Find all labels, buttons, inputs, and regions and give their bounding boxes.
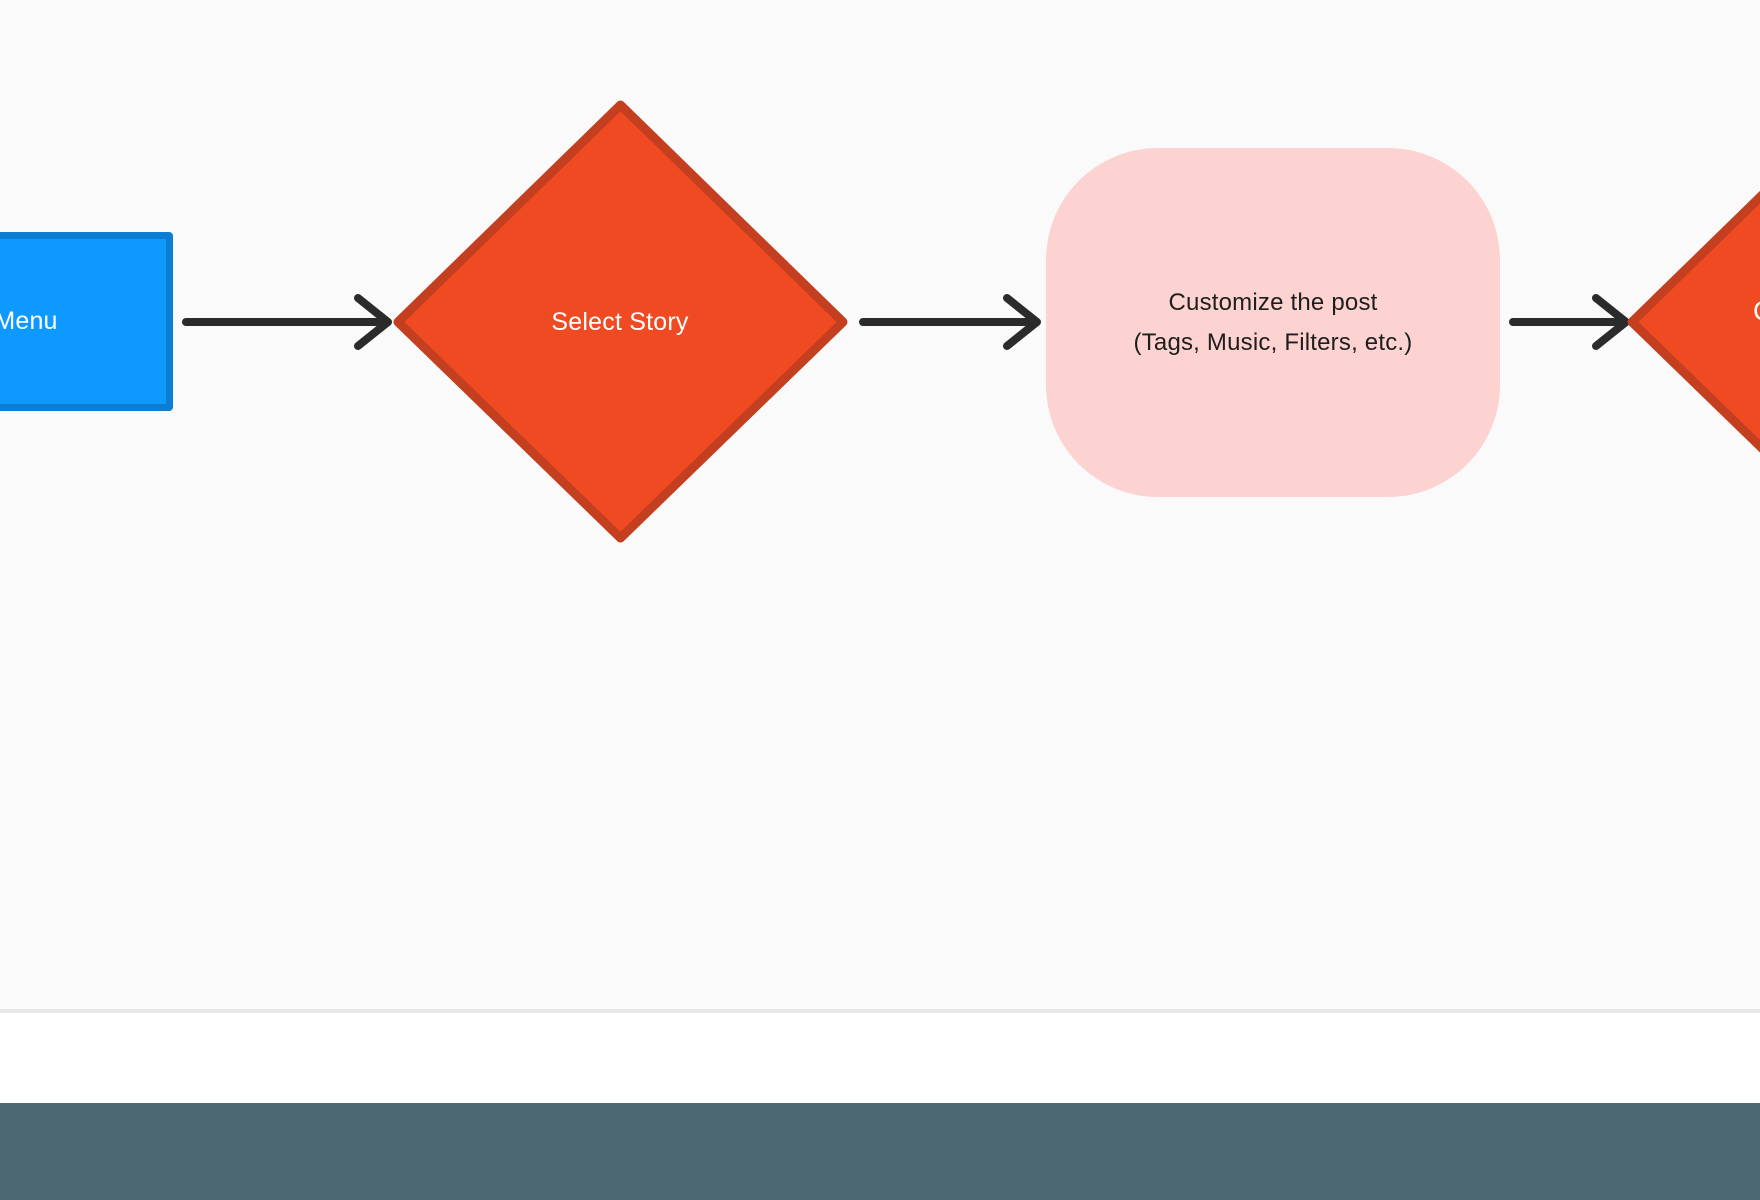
diamond-polygon (393, 100, 848, 543)
diamond-shape (393, 100, 848, 543)
connector-arrow-menu-to-select-story[interactable] (180, 290, 395, 354)
connector-arrow-customize-to-next[interactable] (1507, 290, 1632, 354)
arrow-head-icon (354, 294, 392, 350)
node-menu-label: Menu (0, 307, 58, 335)
node-next-diamond[interactable] (1622, 95, 1760, 548)
node-menu[interactable]: Menu (0, 232, 173, 411)
bottom-taskbar (0, 1103, 1760, 1200)
node-customize-post-label-line2: (Tags, Music, Filters, etc.) (1133, 328, 1413, 356)
node-select-story[interactable] (388, 95, 853, 548)
node-next-label-fragment: C (1753, 294, 1760, 328)
arrow-head-icon (1003, 294, 1041, 350)
diamond-shape (1627, 190, 1760, 453)
node-select-story-label: Select Story (551, 308, 689, 336)
bottom-white-strip (0, 1013, 1760, 1103)
diamond-polygon (1627, 190, 1760, 453)
canvas-bottom-divider (0, 1009, 1760, 1013)
arrow-head-icon (1592, 294, 1630, 350)
flowchart-canvas[interactable]: Menu Select Story Customize the post (Ta… (0, 0, 1760, 1009)
connector-arrow-select-story-to-customize[interactable] (857, 290, 1043, 354)
node-customize-post-label-line1: Customize the post (1168, 288, 1378, 316)
node-customize-post[interactable]: Customize the post (Tags, Music, Filters… (1046, 148, 1500, 497)
